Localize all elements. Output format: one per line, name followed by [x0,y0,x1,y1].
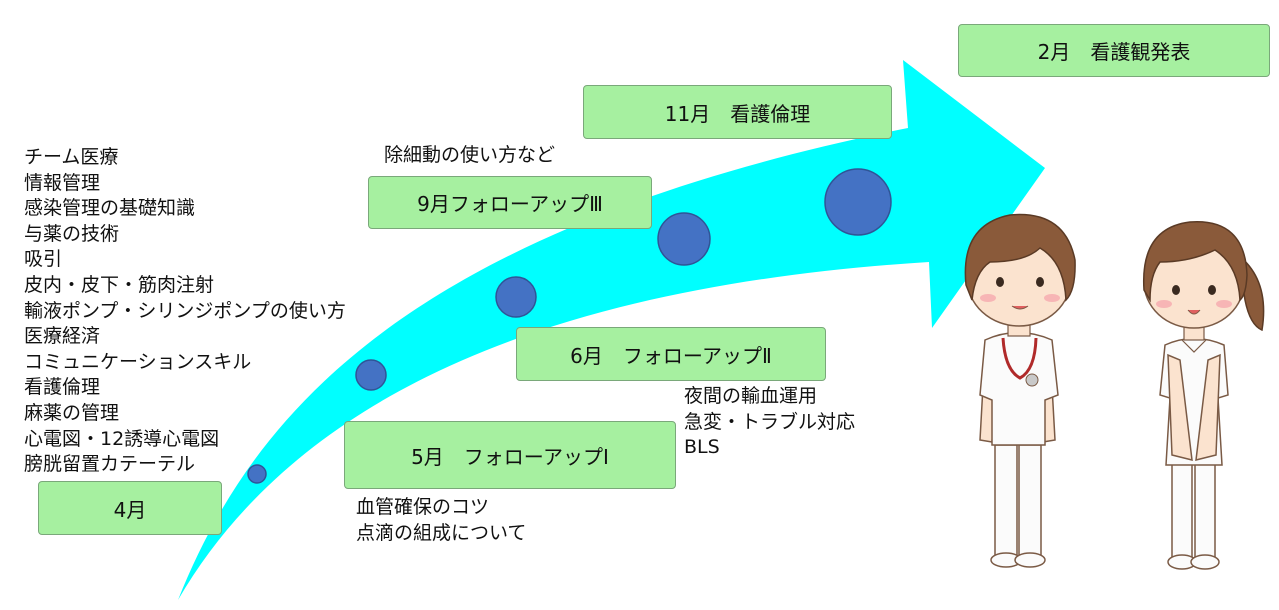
june-note-line: BLS [684,436,720,459]
may-note-line: 血管確保のコツ [356,496,490,518]
june-note-line: 夜間の輸血運用 [684,385,818,407]
topics-list: チーム医療情報管理感染管理の基礎知識与薬の技術吸引皮内・皮下・筋肉注射輸液ポンプ… [24,145,346,478]
june-notes: 夜間の輸血運用 急変・トラブル対応 BLS [684,384,855,461]
topic-item: チーム医療 [24,146,119,168]
milestone-dot-4 [657,212,711,266]
milestone-dot-3 [495,276,537,318]
topic-item: 医療経済 [24,325,101,348]
topic-item: 皮内・皮下・筋肉注射 [24,273,215,296]
milestone-dot-1 [247,464,267,484]
topic-item: 輸液ポンプ・シリンジポンプの使い方 [24,299,346,322]
topic-item: コミュニケーションスキル [24,350,252,373]
male-nurse-illustration [964,213,1076,568]
topic-item: 情報管理 [24,171,101,194]
topic-item: 心電図・12誘導心電図 [24,427,220,450]
may-note-line: 点滴の組成について [356,521,527,544]
june-note-line: 急変・トラブル対応 [684,410,856,433]
milestone-dot-5 [824,168,892,236]
topic-item: 与薬の技術 [24,222,120,245]
topic-item: 吸引 [24,248,63,271]
topic-item: 麻薬の管理 [24,401,120,424]
topic-item: 看護倫理 [24,376,101,399]
milestone-box-november: 11月 看護倫理 [583,85,892,139]
milestone-box-april: 4月 [38,481,222,535]
milestone-dot-2 [355,359,387,391]
female-nurse-illustration [1142,221,1265,570]
milestone-box-february: 2月 看護観発表 [958,24,1270,77]
topic-item: 膀胱留置カテーテル [24,453,196,476]
topic-item: 感染管理の基礎知識 [24,197,196,220]
milestone-box-september: 9月フォローアップⅢ [368,176,652,229]
may-notes: 血管確保のコツ 点滴の組成について [356,495,526,546]
milestone-box-may: 5月 フォローアップⅠ [344,421,676,489]
september-note: 除細動の使い方など [384,144,556,166]
milestone-box-june: 6月 フォローアップⅡ [516,327,826,381]
